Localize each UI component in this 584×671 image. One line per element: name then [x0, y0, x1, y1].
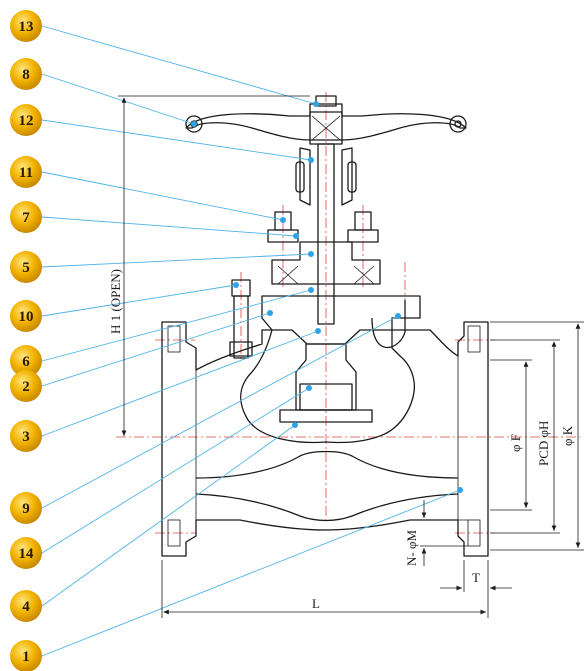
- callout-3: 3: [10, 420, 42, 452]
- dim-nm: N- φM: [404, 530, 419, 566]
- svg-text:8: 8: [22, 67, 30, 83]
- dimension-labels: H 1 (OPEN) L T φ F PCD φH φ K N- φM: [108, 269, 575, 611]
- svg-text:6: 6: [22, 354, 30, 370]
- callout-2: 2: [10, 370, 42, 402]
- svg-text:7: 7: [22, 210, 30, 226]
- callout-7: 7: [10, 201, 42, 233]
- callout-badges: 13 8 12 11 7 5 10 6 2 3 9 14 4 1: [10, 10, 42, 671]
- callout-13: 13: [10, 10, 42, 42]
- callout-12: 12: [10, 104, 42, 136]
- valve-body: [161, 321, 489, 557]
- svg-text:12: 12: [19, 113, 34, 129]
- leader-dots: [191, 101, 463, 493]
- dim-pcd: PCD φH: [536, 421, 551, 466]
- svg-text:13: 13: [19, 19, 34, 35]
- dim-t: T: [472, 570, 480, 585]
- svg-text:3: 3: [22, 429, 30, 445]
- dimension-lines: [118, 95, 584, 618]
- dim-h1: H 1 (OPEN): [108, 269, 123, 334]
- leader-lines: [41, 25, 461, 657]
- dim-k: φ K: [560, 425, 575, 446]
- svg-text:5: 5: [22, 260, 30, 276]
- dim-l: L: [312, 596, 320, 611]
- callout-8: 8: [10, 58, 42, 90]
- svg-text:11: 11: [19, 165, 33, 181]
- handwheel: [185, 111, 467, 141]
- callout-11: 11: [10, 156, 42, 188]
- svg-text:1: 1: [22, 649, 30, 665]
- dim-f: φ F: [508, 434, 523, 452]
- svg-text:10: 10: [19, 309, 34, 325]
- callout-9: 9: [10, 492, 42, 524]
- callout-5: 5: [10, 251, 42, 283]
- valve-outline: [161, 95, 489, 557]
- center-lines: [116, 92, 580, 534]
- callout-4: 4: [10, 590, 42, 622]
- callout-6: 6: [10, 345, 42, 377]
- svg-text:14: 14: [19, 546, 35, 562]
- svg-text:9: 9: [22, 501, 30, 517]
- callout-10: 10: [10, 300, 42, 332]
- callout-1: 1: [10, 640, 42, 671]
- svg-text:4: 4: [22, 599, 30, 615]
- svg-text:2: 2: [22, 379, 30, 395]
- callout-14: 14: [10, 537, 42, 569]
